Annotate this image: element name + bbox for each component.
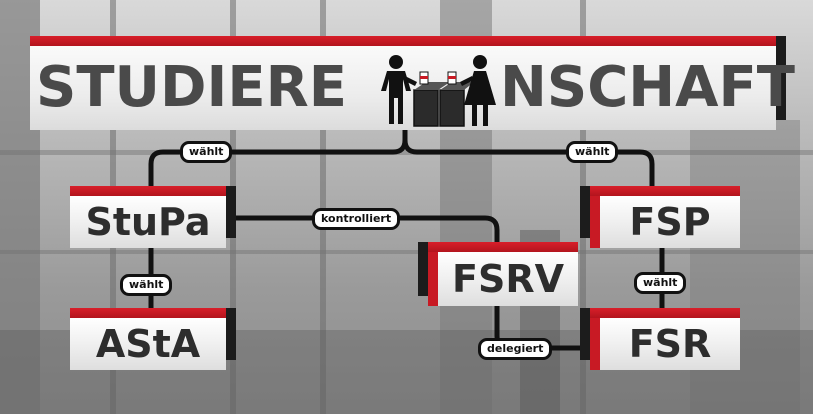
node-accent-edge [590,318,600,370]
node-fsr: FSR [580,308,740,370]
edge-label-delegiert: delegiert [478,338,553,360]
node-front-face: FSP [600,196,740,248]
edge-label-kontrolliert: kontrolliert [312,208,401,230]
node-side-face [580,308,590,360]
node-top-face [590,308,740,318]
node-accent-edge [428,252,438,306]
title-text-right: NSCHAFT [500,55,795,120]
node-fsp: FSP [580,186,740,248]
voters-illustration [381,55,496,127]
node-front-face: StuPa [70,196,226,248]
node-side-face [580,186,590,238]
node-label-fsrv: FSRV [452,257,564,301]
connector-stupa-fsrv [223,215,500,249]
node-label-asta: AStA [95,322,201,366]
node-side-face [226,308,236,360]
node-fsrv: FSRV [418,242,578,306]
ballot-box-icon [413,71,474,127]
window-rail [0,150,813,155]
node-side-face [226,186,236,238]
node-front-face: FSR [600,318,740,370]
title-side-face [776,36,786,120]
node-top-face [428,242,578,252]
node-label-fsp: FSP [629,200,711,244]
node-front-face: AStA [70,318,226,370]
node-accent-edge [590,196,600,248]
edge-label-waehlt-fsp-fsr: wählt [634,272,687,294]
node-top-face [590,186,740,196]
title-top-face [30,36,776,46]
node-front-face: FSRV [438,252,578,306]
title-banner: STUDIERE NSCHAFT [30,36,795,130]
node-label-fsr: FSR [628,322,712,366]
node-top-face [70,308,226,318]
edge-label-waehlt-right: wählt [566,141,619,163]
node-asta: AStA [70,308,236,370]
node-stupa: StuPa [70,186,236,248]
node-label-stupa: StuPa [85,200,211,244]
male-voter-icon [381,55,417,124]
node-side-face [418,242,428,296]
window-rail [0,250,813,254]
edge-label-waehlt-left: wählt [180,141,233,163]
edge-label-waehlt-stupa-asta: wählt [120,274,173,296]
title-text-left: STUDIERE [36,55,347,120]
window-mullion [320,0,326,414]
connector-title-fsp [402,137,655,191]
node-top-face [70,186,226,196]
female-voter-icon [460,55,496,126]
